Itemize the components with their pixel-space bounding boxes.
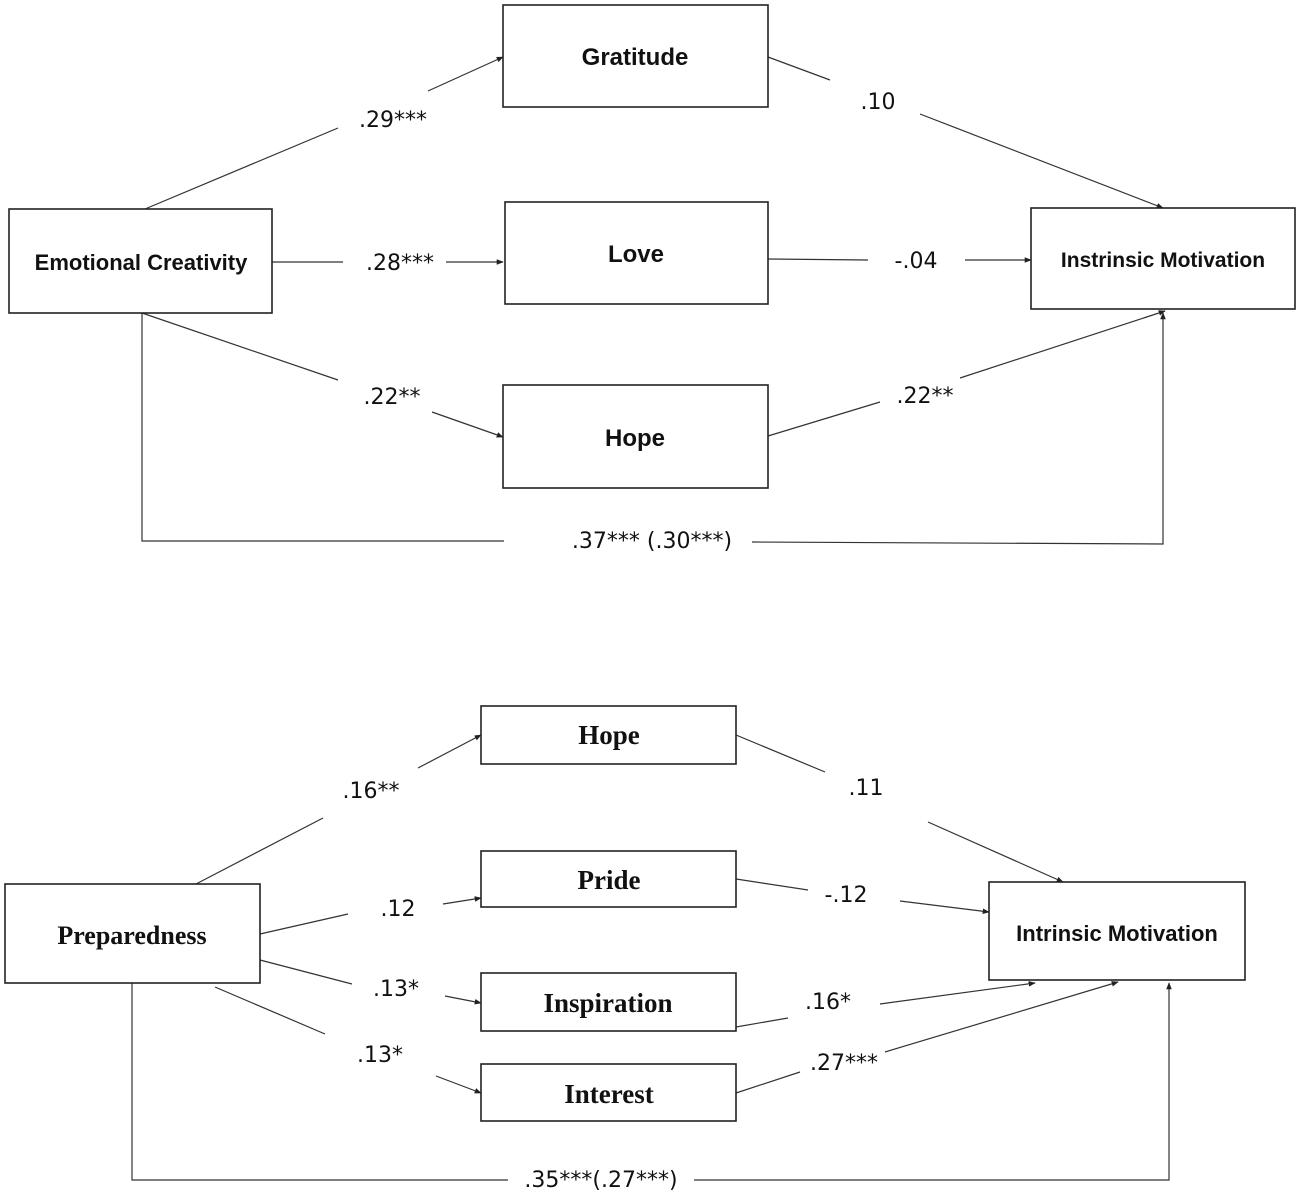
bottom-line-a3-end	[444, 995, 482, 1005]
top-coef-b2: -.04	[895, 249, 938, 274]
bottom-line-a1-end	[417, 734, 482, 769]
top-outcome-label: Instrinsic Motivation	[1061, 249, 1265, 272]
top-node-mediator-1: Gratitude	[502, 4, 769, 108]
bottom-predictor-label: Preparedness	[57, 921, 206, 950]
top-mediator-1-label: Gratitude	[582, 44, 689, 71]
top-mediator-2-label: Love	[608, 241, 664, 268]
bottom-node-mediator-1: Hope	[480, 705, 737, 765]
top-coef-direct: .37*** (.30***)	[572, 529, 732, 554]
bottom-mediator-2-label: Pride	[578, 865, 641, 895]
top-line-b1-end	[919, 113, 1164, 209]
top-coef-a1: .29***	[359, 108, 427, 133]
top-line-b2-start	[767, 258, 869, 261]
bottom-line-a4-end	[435, 1075, 482, 1094]
bottom-coef-b4: .27***	[810, 1051, 878, 1076]
top-line-b3-end	[959, 310, 1166, 379]
top-line-a1-end	[427, 56, 504, 92]
bottom-coef-a3: .13*	[373, 977, 419, 1002]
top-line-direct-end	[751, 312, 1166, 545]
bottom-line-b3-start	[735, 1017, 789, 1028]
top-node-mediator-2: Love	[504, 201, 769, 305]
top-coef-a3: .22**	[364, 385, 421, 410]
bottom-line-b2-end	[899, 900, 990, 915]
top-coef-a2: .28***	[366, 251, 434, 276]
bottom-line-b4-start	[735, 1071, 801, 1094]
bottom-model: Preparedness Hope Pride Inspiration Inte…	[4, 705, 1246, 1193]
bottom-line-direct-end	[694, 982, 1172, 1181]
top-coef-b1: .10	[861, 90, 896, 115]
top-line-b1-start	[767, 56, 831, 81]
top-node-outcome: Instrinsic Motivation	[1030, 207, 1296, 310]
top-line-b3-start	[767, 401, 881, 437]
bottom-line-b2-start	[735, 878, 809, 891]
bottom-mediator-4-label: Interest	[564, 1079, 653, 1109]
top-line-direct-start	[141, 313, 504, 542]
top-node-predictor: Emotional Creativity	[8, 208, 273, 314]
bottom-line-a1-start	[195, 817, 324, 885]
bottom-coef-b3: .16*	[805, 990, 851, 1015]
bottom-node-outcome: Intrinsic Motivation	[988, 881, 1246, 981]
bottom-coef-a1: .16**	[343, 779, 400, 804]
bottom-node-mediator-2: Pride	[480, 850, 737, 908]
bottom-mediator-3-label: Inspiration	[543, 988, 672, 1018]
bottom-node-mediator-4: Interest	[480, 1063, 737, 1122]
bottom-line-b1-start	[735, 734, 826, 773]
bottom-coef-b1: .11	[849, 776, 884, 801]
top-line-a3-end	[431, 411, 504, 438]
bottom-line-b3-end	[879, 981, 1036, 1005]
top-line-a1-start	[144, 127, 339, 210]
bottom-node-predictor: Preparedness	[4, 883, 261, 984]
top-coef-b3: .22**	[897, 384, 954, 409]
bottom-line-a2-end	[442, 896, 482, 905]
bottom-line-a3-start	[259, 959, 353, 985]
bottom-line-b4-end	[884, 981, 1119, 1053]
bottom-coef-b2: -.12	[825, 883, 868, 908]
bottom-node-mediator-3: Inspiration	[480, 972, 737, 1032]
bottom-outcome-label: Intrinsic Motivation	[1016, 921, 1218, 946]
bottom-coef-a2: .12	[381, 897, 416, 922]
top-predictor-label: Emotional Creativity	[35, 250, 248, 275]
bottom-coef-a4: .13*	[357, 1043, 403, 1068]
top-model: Emotional Creativity Gratitude Love Hope…	[8, 4, 1296, 554]
bottom-line-a2-start	[259, 913, 349, 935]
bottom-line-direct-start	[131, 983, 508, 1181]
bottom-mediator-1-label: Hope	[578, 720, 640, 750]
top-node-mediator-3: Hope	[502, 384, 769, 489]
bottom-line-b1-end	[927, 821, 1064, 883]
top-line-a3-start	[141, 312, 339, 381]
top-mediator-3-label: Hope	[605, 425, 665, 452]
bottom-line-a4-start	[214, 986, 326, 1035]
bottom-coef-direct: .35***(.27***)	[524, 1168, 677, 1193]
